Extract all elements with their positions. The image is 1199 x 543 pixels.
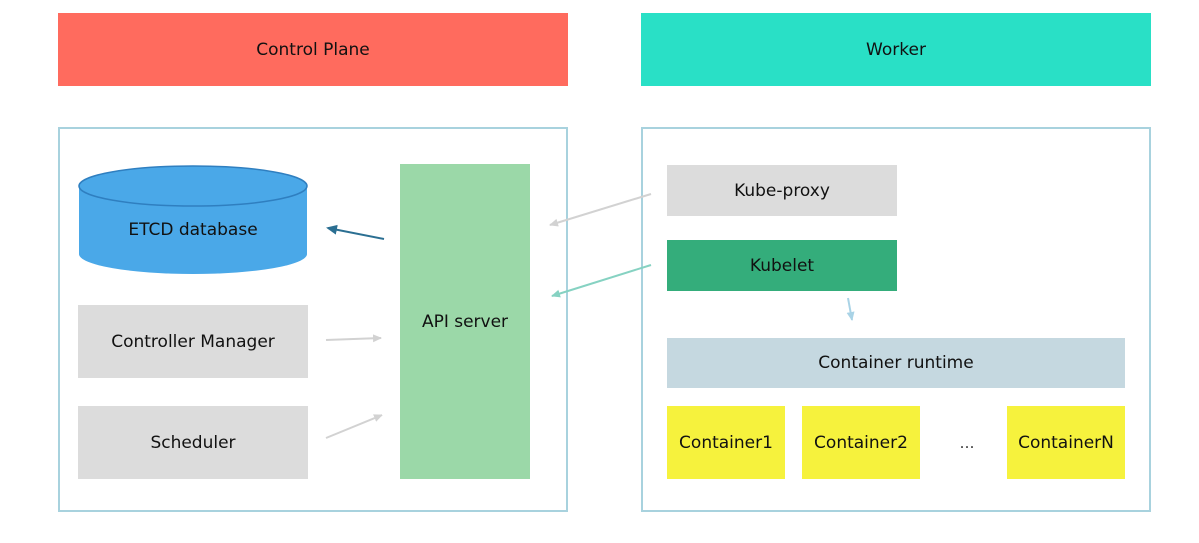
- kubelet-to-api-arrow: [551, 264, 652, 298]
- container-label: Container1: [679, 432, 773, 453]
- container-box: Container2: [802, 406, 920, 479]
- kube-proxy-to-api-arrow: [549, 193, 652, 227]
- container-label: ContainerN: [1018, 432, 1114, 453]
- etcd-database-label: ETCD database: [128, 220, 258, 240]
- kube-proxy-box: Kube-proxy: [667, 165, 897, 216]
- etcd-database-label-box: ETCD database: [78, 205, 308, 255]
- container-box: ContainerN: [1007, 406, 1125, 479]
- container-runtime-box: Container runtime: [667, 338, 1125, 388]
- kubelet-box: Kubelet: [667, 240, 897, 291]
- container-box: Container1: [667, 406, 785, 479]
- worker-header: Worker: [641, 13, 1151, 86]
- scheduler-to-api-arrow: [325, 414, 383, 439]
- controller-manager-label: Controller Manager: [111, 331, 275, 352]
- container-ellipsis-label: …: [959, 433, 975, 452]
- controller-to-api-arrow: [325, 334, 382, 343]
- container-runtime-label: Container runtime: [818, 353, 974, 373]
- scheduler-box: Scheduler: [78, 406, 308, 479]
- etcd-database-cylinder: [78, 165, 308, 274]
- api-to-etcd-arrow: [326, 224, 385, 240]
- api-server-label: API server: [421, 311, 509, 332]
- container-label: Container2: [814, 432, 908, 453]
- kubelet-label: Kubelet: [749, 255, 815, 276]
- container-ellipsis: …: [937, 406, 997, 479]
- kube-proxy-label: Kube-proxy: [734, 180, 830, 201]
- control-plane-header-label: Control Plane: [256, 39, 370, 60]
- control-plane-header: Control Plane: [58, 13, 568, 86]
- scheduler-label: Scheduler: [150, 432, 236, 453]
- kubelet-to-runtime-arrow: [846, 297, 855, 321]
- api-server-box: API server: [400, 164, 530, 479]
- worker-header-label: Worker: [866, 39, 926, 60]
- controller-manager-box: Controller Manager: [78, 305, 308, 378]
